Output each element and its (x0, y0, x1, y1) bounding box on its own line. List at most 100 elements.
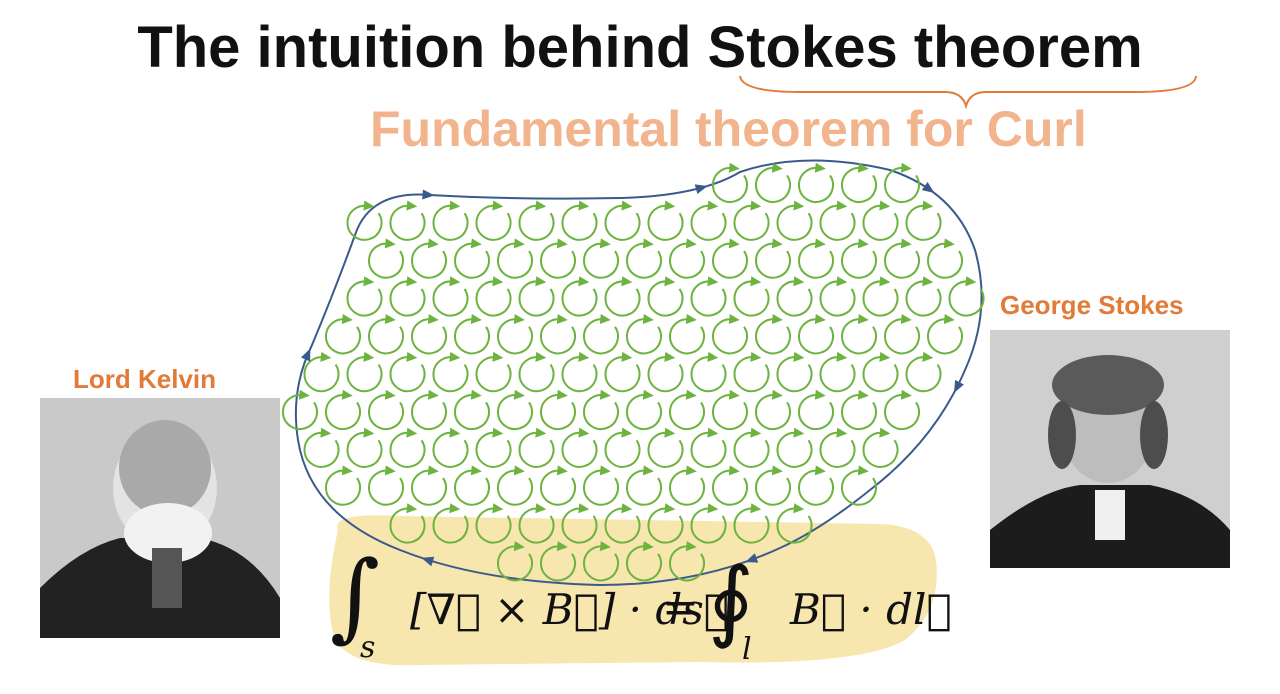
curl-arrowhead-icon (943, 238, 955, 249)
curl-circle-icon (475, 204, 512, 241)
curl-circle-icon (798, 167, 834, 203)
curl-circle-icon (389, 356, 426, 393)
curl-circle-icon (884, 242, 920, 279)
boundary-arrow-icon (694, 184, 708, 195)
curl-arrowhead-icon (535, 427, 547, 438)
curl-arrowhead-icon (621, 276, 633, 287)
curl-circle-icon (346, 280, 383, 317)
curl-circle-icon (325, 469, 361, 506)
curl-circle-icon (583, 469, 619, 506)
curl-circle-icon (862, 280, 899, 317)
curl-arrowhead-icon (384, 465, 396, 476)
curl-circle-icon (626, 318, 662, 355)
curl-arrowhead-icon (943, 314, 955, 325)
curl-arrowhead-icon (728, 465, 740, 476)
curl-arrowhead-icon (341, 465, 353, 476)
curl-circle-icon (604, 431, 641, 468)
curl-arrowhead-icon (707, 351, 719, 362)
curl-circle-icon (626, 242, 662, 279)
curl-circle-icon (583, 242, 619, 279)
curl-circle-icon (755, 167, 791, 203)
curl-circle-icon (798, 318, 834, 355)
curl-arrowhead-icon (814, 162, 826, 173)
curl-arrowhead-icon (836, 427, 848, 438)
curl-arrowhead-icon (879, 351, 891, 362)
curl-circle-icon (690, 356, 727, 393)
curl-circle-icon (432, 204, 469, 241)
curl-circle-icon (669, 318, 705, 355)
lord-kelvin-label: Lord Kelvin (73, 364, 217, 394)
curl-arrowhead-icon (578, 351, 590, 362)
george-stokes-label: George Stokes (1000, 290, 1184, 320)
curl-arrowhead-icon (406, 427, 418, 438)
curl-arrowhead-icon (836, 200, 848, 211)
curl-arrowhead-icon (556, 314, 568, 325)
curl-arrowhead-icon (685, 541, 697, 552)
curl-arrowhead-icon (363, 351, 375, 362)
curl-arrowhead-icon (793, 503, 805, 514)
curl-arrowhead-icon (427, 314, 439, 325)
curl-arrowhead-icon (470, 465, 482, 476)
curl-circle-icon (346, 204, 383, 241)
curl-arrowhead-icon (599, 389, 611, 400)
boundary-arrow-icon (300, 348, 311, 362)
curl-arrowhead-icon (642, 238, 654, 249)
curl-circle-icon (432, 431, 469, 468)
curl-arrowhead-icon (513, 465, 525, 476)
curl-circle-icon (884, 167, 920, 203)
curl-arrowhead-icon (728, 314, 740, 325)
curl-arrowhead-icon (556, 465, 568, 476)
curl-arrowhead-icon (814, 238, 826, 249)
curl-arrowhead-icon (814, 314, 826, 325)
curl-circle-icon (389, 204, 426, 241)
boundary-arrow-icon (954, 379, 964, 393)
line-integral-sign: ∮ (708, 548, 754, 651)
curl-arrowhead-icon (492, 276, 504, 287)
curl-arrowhead-icon (857, 162, 869, 173)
curl-circle-icon (604, 356, 641, 393)
curl-arrowhead-icon (814, 389, 826, 400)
curl-arrowhead-icon (363, 200, 375, 211)
curl-circle-icon (733, 280, 770, 317)
curl-circle-icon (755, 469, 791, 506)
curl-circle-icon (776, 356, 813, 393)
curl-circle-icon (948, 280, 985, 317)
curl-circle-icon (798, 469, 834, 506)
curl-circle-icon (626, 469, 662, 506)
curl-arrowhead-icon (728, 162, 740, 173)
curl-arrowhead-icon (621, 503, 633, 514)
curl-circle-icon (518, 507, 555, 544)
curl-circle-icon (798, 394, 834, 431)
curl-arrowhead-icon (642, 314, 654, 325)
curl-arrowhead-icon (750, 200, 762, 211)
curl-circle-icon (884, 394, 920, 431)
curl-circle-icon (583, 545, 619, 582)
curl-circle-icon (776, 204, 813, 241)
curl-circle-icon (626, 545, 662, 582)
curl-arrowhead-icon (750, 276, 762, 287)
curl-field (282, 162, 985, 582)
curl-arrowhead-icon (857, 238, 869, 249)
curl-arrowhead-icon (771, 162, 783, 173)
curl-circle-icon (561, 356, 598, 393)
curl-arrowhead-icon (793, 427, 805, 438)
curl-arrowhead-icon (492, 200, 504, 211)
curl-circle-icon (841, 167, 877, 203)
curl-circle-icon (368, 242, 404, 279)
curl-arrowhead-icon (879, 427, 891, 438)
curl-circle-icon (561, 507, 598, 544)
curl-arrowhead-icon (492, 427, 504, 438)
curl-circle-icon (862, 204, 899, 241)
curl-arrowhead-icon (879, 200, 891, 211)
lord-kelvin-portrait (40, 398, 280, 638)
curl-arrowhead-icon (857, 314, 869, 325)
curl-circle-icon (604, 204, 641, 241)
person-photo-icon (40, 398, 280, 638)
curl-circle-icon (282, 394, 318, 431)
curl-circle-icon (497, 318, 533, 355)
curl-arrowhead-icon (578, 276, 590, 287)
curl-circle-icon (755, 242, 791, 279)
curl-circle-icon (561, 280, 598, 317)
